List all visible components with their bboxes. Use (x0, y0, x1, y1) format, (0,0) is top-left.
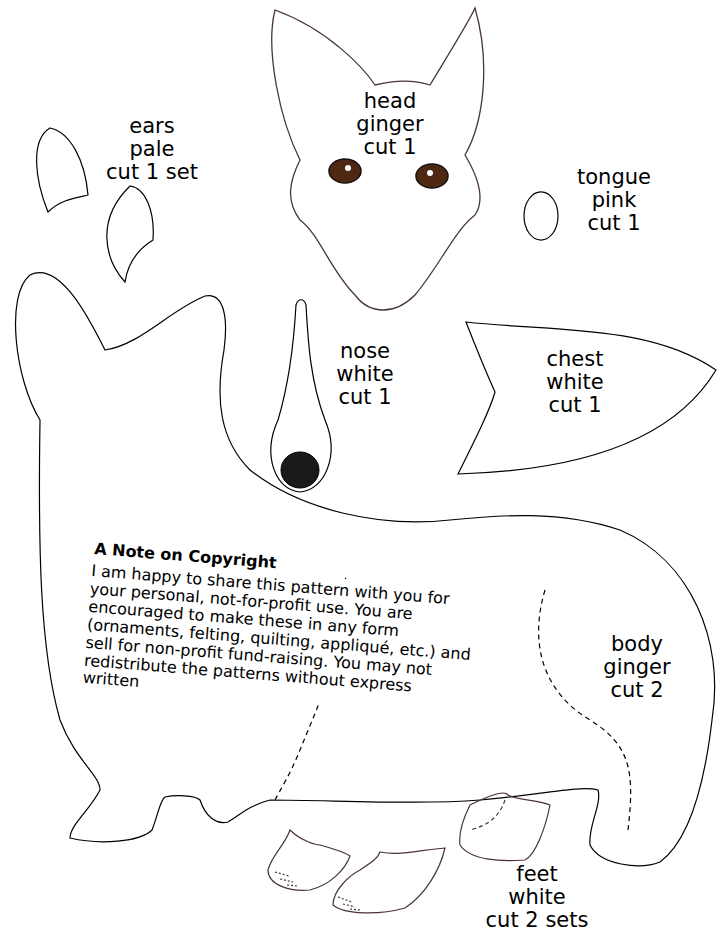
outline-stroke (16, 273, 715, 866)
outline-stroke (107, 186, 153, 282)
outline-stroke (333, 848, 445, 913)
chest-piece: chest white cut 1 (455, 318, 721, 478)
piece-label: chest white cut 1 (525, 348, 625, 417)
outline-stroke (271, 300, 331, 492)
piece-label: body ginger cut 2 (587, 633, 687, 702)
label-line: head (345, 90, 435, 113)
label-line: ears (87, 115, 217, 138)
outline-stroke (460, 793, 550, 861)
outline-stroke (275, 872, 297, 886)
head-piece: head ginger cut 1 (262, 2, 492, 318)
label-line: cut 1 (559, 212, 669, 235)
label-line: cut 2 (587, 679, 687, 702)
label-line: white (482, 886, 592, 909)
outline-stroke (539, 590, 631, 830)
outline-stroke (458, 322, 716, 474)
outline-stroke (268, 830, 350, 890)
label-line: cut 1 (320, 386, 410, 409)
label-line: pink (559, 189, 669, 212)
label-line: white (320, 363, 410, 386)
feet-piece: feet white cut 2 sets (255, 785, 605, 942)
piece-label: feet white cut 2 sets (482, 863, 592, 932)
label-line: nose (320, 340, 410, 363)
label-line: pale (87, 138, 217, 161)
piece-outline (262, 2, 492, 318)
label-line: body (587, 633, 687, 656)
label-line: ginger (345, 113, 435, 136)
label-line: white (525, 371, 625, 394)
outline-stroke (345, 165, 351, 171)
piece-outline (28, 112, 228, 287)
label-line: cut 1 (525, 394, 625, 417)
copyright-note: I am happy to share this pattern with yo… (82, 562, 479, 717)
outline-stroke (37, 128, 88, 212)
piece-label: head ginger cut 1 (345, 90, 435, 159)
nose-piece: nose white cut 1 (262, 295, 412, 495)
outline-stroke (272, 8, 484, 310)
label-line: cut 1 set (87, 161, 217, 184)
piece-label: tongue pink cut 1 (559, 166, 669, 235)
outline-stroke (338, 897, 360, 910)
label-line: cut 2 sets (482, 909, 592, 932)
outline-stroke (427, 170, 433, 176)
piece-label: nose white cut 1 (320, 340, 410, 409)
label-line: feet (482, 863, 592, 886)
outline-stroke (524, 192, 558, 240)
label-line: cut 1 (345, 136, 435, 159)
piece-label: ears pale cut 1 set (87, 115, 217, 184)
outline-stroke (470, 800, 505, 830)
label-line: ginger (587, 656, 687, 679)
ears-piece: ears pale cut 1 set (28, 112, 228, 287)
outline-stroke (329, 159, 361, 183)
tongue-piece: tongue pink cut 1 (518, 160, 688, 250)
label-line: tongue (559, 166, 669, 189)
outline-stroke (416, 164, 448, 188)
outline-stroke (281, 452, 319, 488)
label-line: chest (525, 348, 625, 371)
